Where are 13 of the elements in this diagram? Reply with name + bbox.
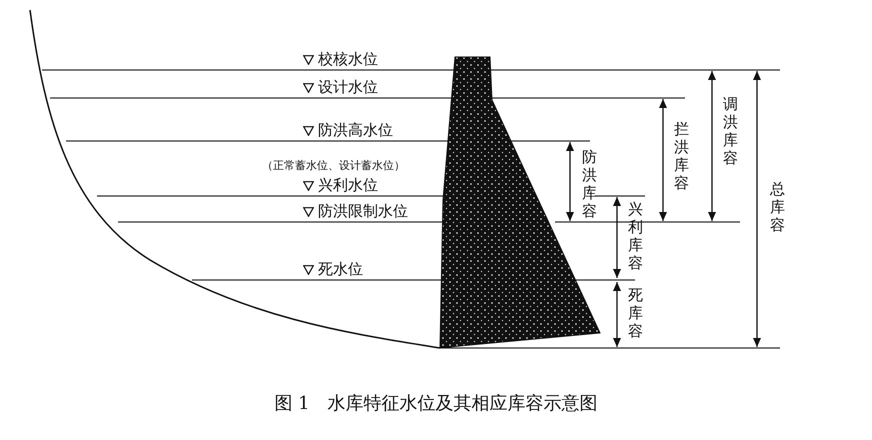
water-level-label: 校核水位 — [318, 52, 378, 67]
storage-volume-label: 调洪库容 — [723, 95, 739, 167]
water-level-label: 死水位 — [318, 262, 363, 277]
note-text: （正常蓄水位、设计蓄水位） — [262, 160, 405, 171]
storage-volume-label: 死库容 — [628, 286, 644, 340]
storage-volume-label: 拦洪库容 — [674, 120, 690, 192]
storage-volume-label: 防洪库容 — [582, 148, 598, 220]
water-level-label: 兴利水位 — [318, 178, 378, 193]
water-level-label: 防洪限制水位 — [318, 204, 408, 219]
water-level-label: 设计水位 — [318, 80, 378, 95]
storage-volume-label: 总库容 — [770, 180, 786, 234]
caption: 图 1 水库特征水位及其相应库容示意图 — [273, 395, 599, 413]
water-level-label: 防洪高水位 — [318, 123, 393, 138]
